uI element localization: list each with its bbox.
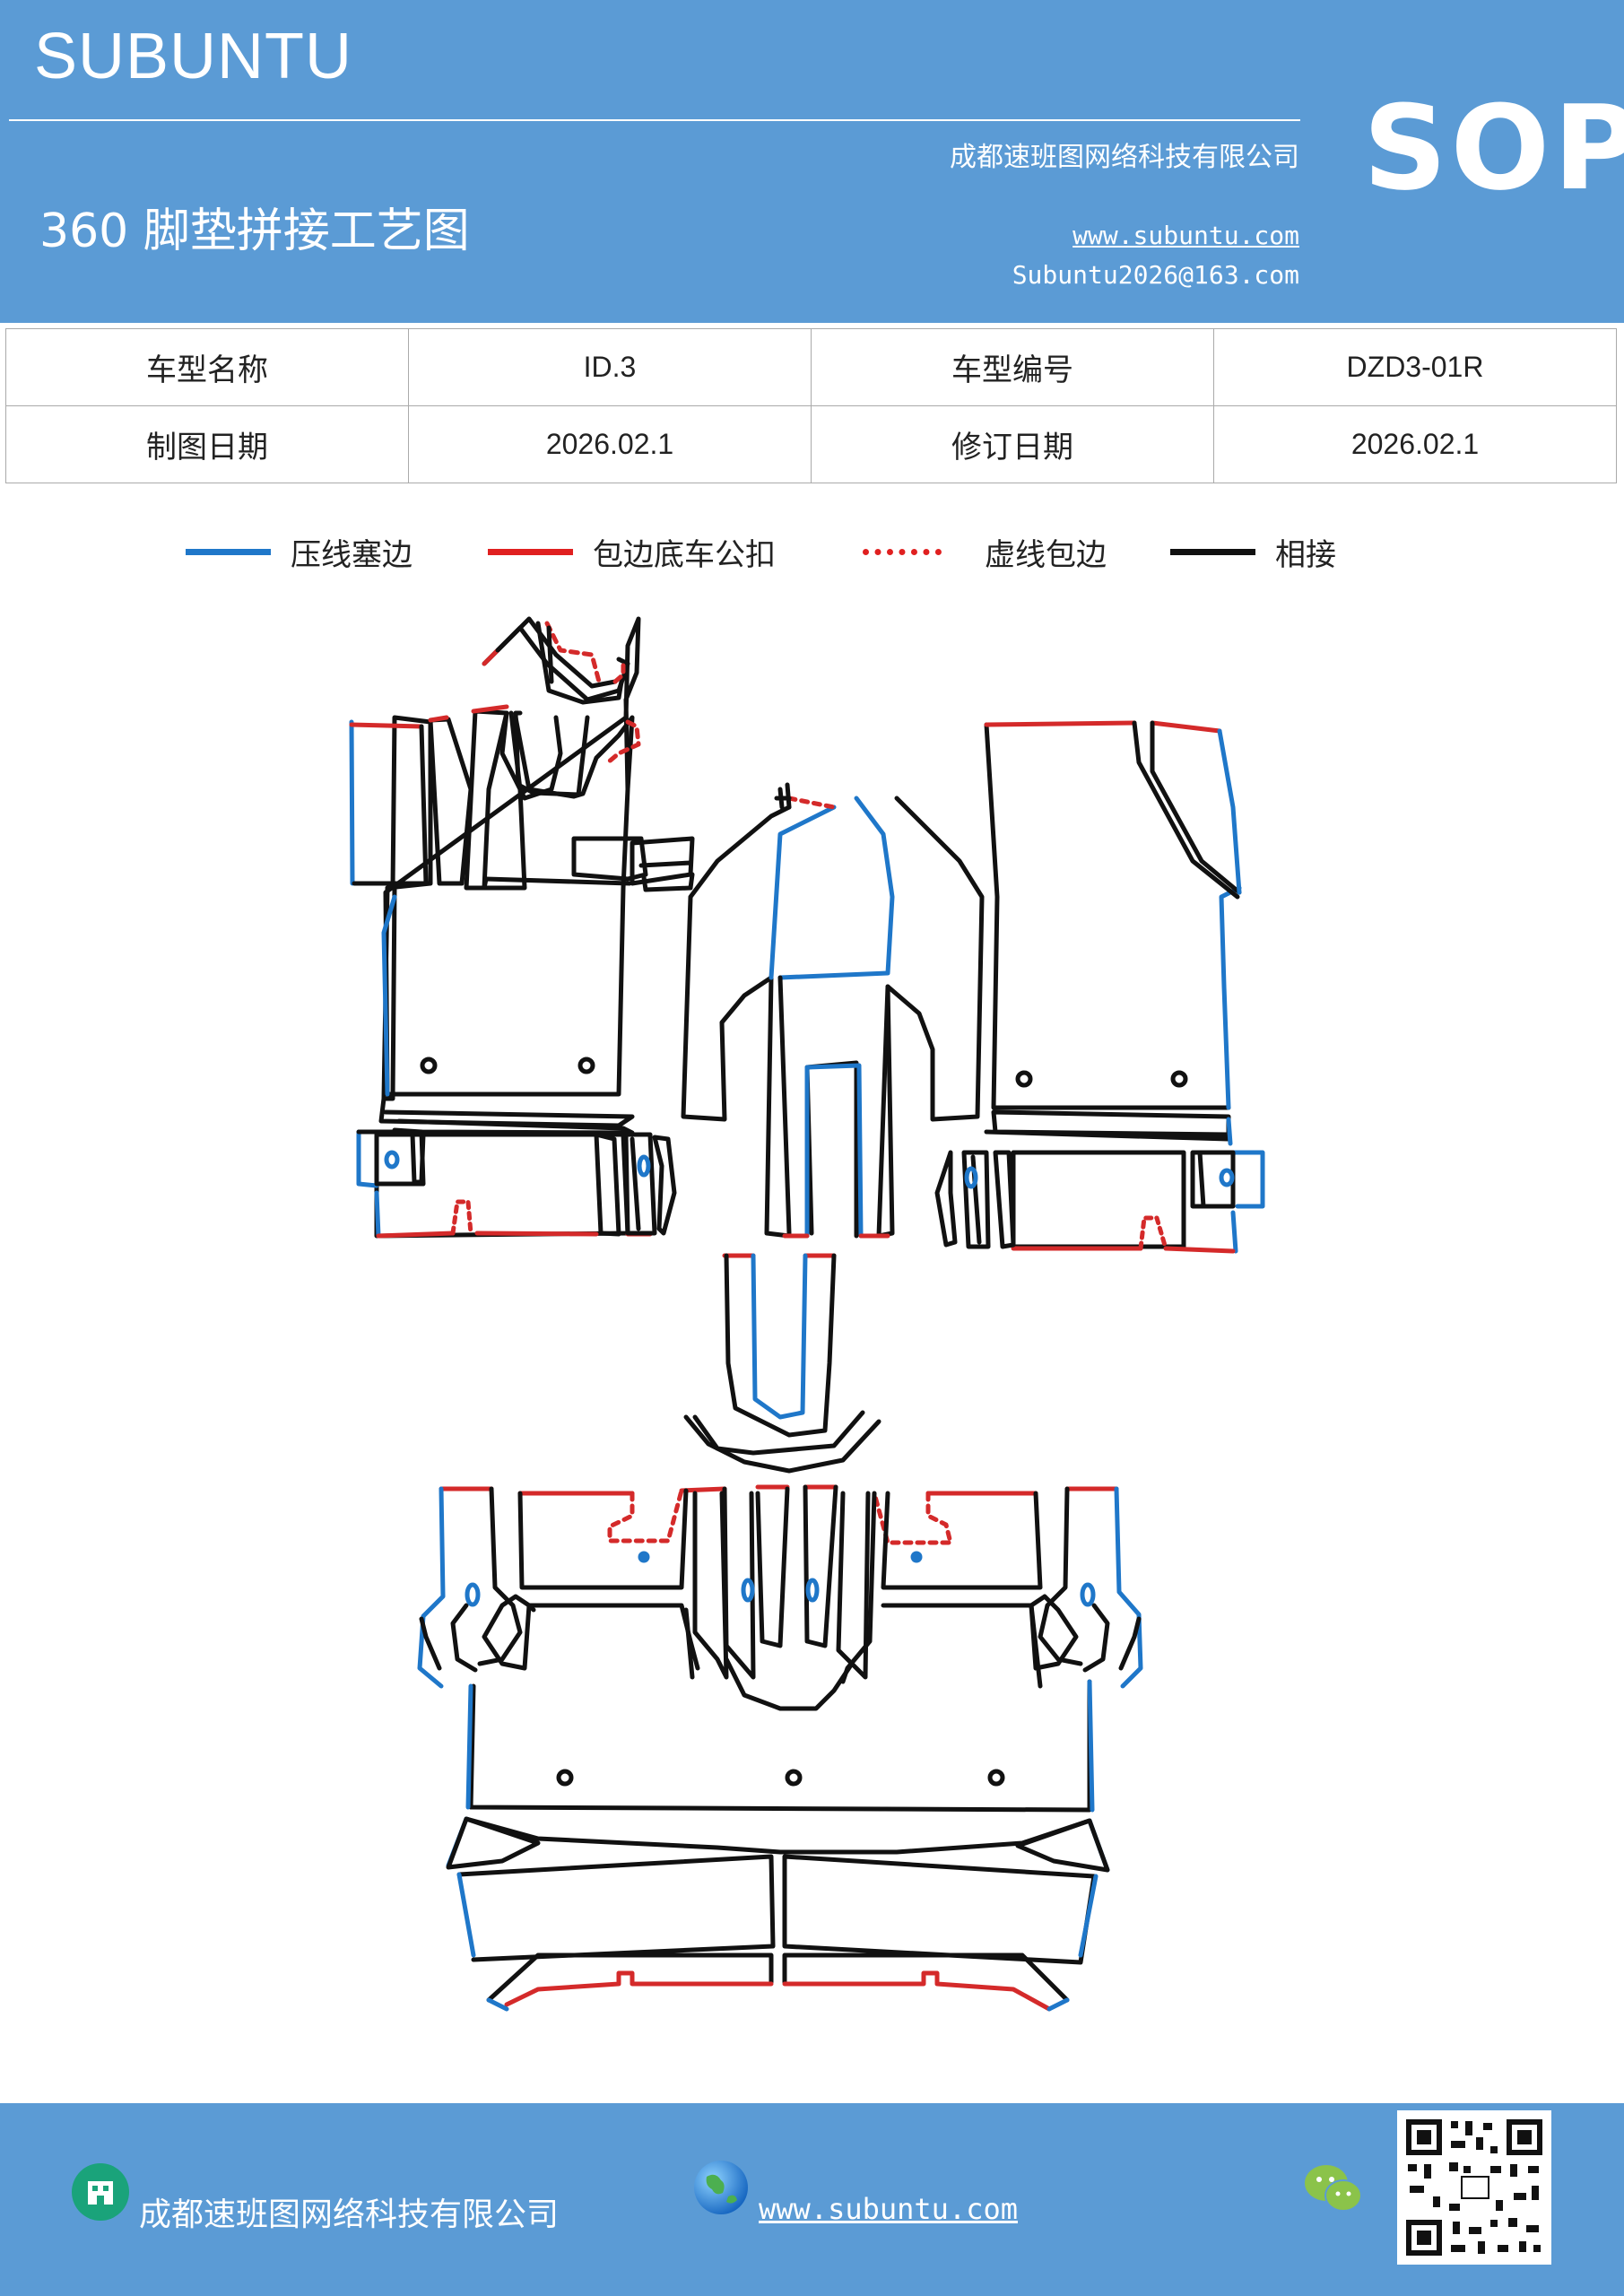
- qr-code-icon[interactable]: [1397, 2110, 1551, 2265]
- header-banner: [0, 0, 1624, 323]
- header-website-link[interactable]: www.subuntu.com: [1073, 221, 1299, 250]
- table-row: 制图日期 2026.02.1 修订日期 2026.02.1: [5, 405, 1617, 483]
- legend-item-dashed-edge: 虚线包边: [863, 525, 1107, 578]
- legend-swatch-red: [488, 548, 573, 555]
- model-name-label: 车型名称: [5, 328, 409, 406]
- center-tunnel-mat: [681, 782, 985, 1239]
- revision-date-value: 2026.02.1: [1213, 405, 1617, 483]
- legend-item-press-line: 压线塞边: [186, 525, 413, 578]
- vehicle-info-table: 车型名称 ID.3 车型编号 DZD3-01R 制图日期 2026.02.1 修…: [5, 328, 1617, 483]
- legend-label: 虚线包边: [985, 536, 1107, 573]
- footer-company-name: 成都速班图网络科技有限公司: [139, 2196, 560, 2233]
- left-front-mat-lower: [356, 1096, 677, 1239]
- legend-label: 包边底车公扣: [593, 536, 776, 573]
- legend-swatch-black: [1170, 548, 1255, 555]
- sop-badge: SOP: [1363, 80, 1624, 216]
- document-title: 360 脚垫拼接工艺图: [39, 204, 470, 258]
- draw-date-value: 2026.02.1: [408, 405, 812, 483]
- model-code-value: DZD3-01R: [1213, 328, 1617, 406]
- rear-mat-seat-area: [465, 1603, 1095, 1813]
- line-legend: 压线塞边 包边底车公扣 虚线包边 相接: [0, 525, 1624, 578]
- legend-swatch-red-dashed: [863, 548, 942, 555]
- building-icon: [72, 2163, 129, 2221]
- legend-swatch-blue: [186, 548, 271, 555]
- rear-mat-lower: [446, 1816, 1110, 2012]
- legend-item-red-edge: 包边底车公扣: [488, 525, 776, 578]
- revision-date-label: 修订日期: [811, 405, 1214, 483]
- header-company-name: 成都速班图网络科技有限公司: [950, 142, 1299, 173]
- rear-tunnel-cover: [683, 1253, 881, 1474]
- model-code-label: 车型编号: [811, 328, 1214, 406]
- legend-label: 压线塞边: [291, 536, 413, 573]
- globe-icon: [694, 2161, 748, 2214]
- legend-item-joined: 相接: [1170, 525, 1336, 578]
- legend-label: 相接: [1275, 536, 1336, 573]
- brand-name: SUBUNTU: [34, 21, 353, 92]
- draw-date-label: 制图日期: [5, 405, 409, 483]
- header-email: Subuntu2026@163.com: [1012, 260, 1299, 290]
- rear-mat-upper: [417, 1484, 1143, 1711]
- right-front-mat: [934, 720, 1265, 1254]
- table-row: 车型名称 ID.3 车型编号 DZD3-01R: [5, 328, 1617, 406]
- footer-website-link[interactable]: www.subuntu.com: [759, 2192, 1018, 2226]
- model-name-value: ID.3: [408, 328, 812, 406]
- left-front-mat: [349, 616, 695, 1101]
- header-divider: [9, 119, 1300, 121]
- wechat-icon[interactable]: [1302, 2161, 1365, 2217]
